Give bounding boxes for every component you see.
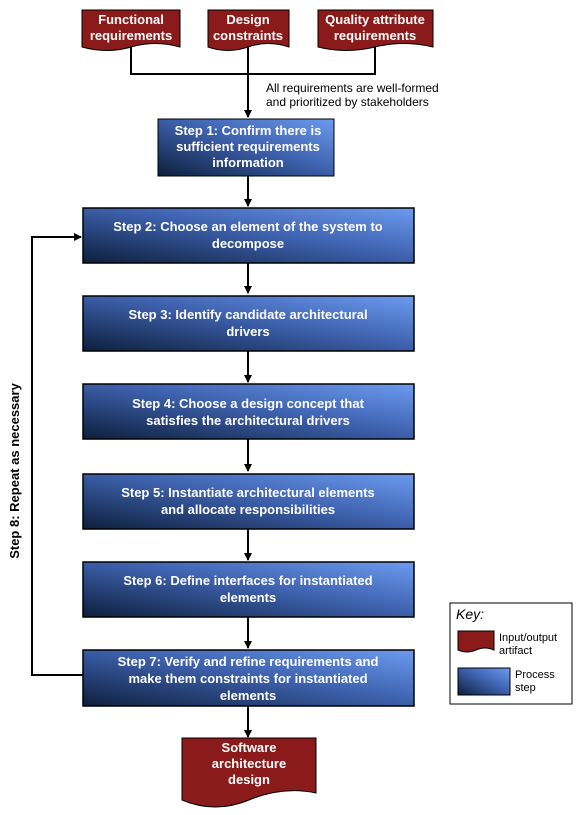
artifact-quality-attribute-requirements: Quality attribute requirements	[317, 9, 434, 51]
diagram-key: Key: Input/output artifact Process step	[449, 602, 573, 705]
input-merge-connector	[130, 46, 376, 118]
step-label-line: and allocate responsibilities	[161, 502, 335, 517]
step-label-line: Step 3: Identify candidate architectural	[128, 307, 367, 322]
step-label-line: Step 7: Verify and refine requirements a…	[118, 654, 379, 669]
key-process-label-line: Process	[515, 669, 555, 681]
artifact-label-line: requirements	[90, 28, 172, 43]
step-label-line: drivers	[226, 324, 269, 339]
process-step-5: Step 5: Instantiate architectural elemen…	[82, 473, 415, 530]
process-step-2: Step 2: Choose an element of the system …	[82, 207, 415, 264]
step-label-line: Step 1: Confirm there is	[175, 123, 322, 138]
step-label-line: elements	[220, 590, 276, 605]
key-process-swatch	[457, 667, 511, 696]
process-step-7: Step 7: Verify and refine requirements a…	[82, 649, 415, 707]
artifact-label-line: design	[228, 772, 270, 787]
step-label-line: decompose	[212, 236, 284, 251]
requirements-note-line: and prioritized by stakeholders	[266, 95, 429, 109]
step-label-line: sufficient requirements	[176, 139, 320, 154]
artifact-label-line: architecture	[212, 756, 286, 771]
step-label-line: information	[212, 155, 284, 170]
process-step-4: Step 4: Choose a design concept that sat…	[82, 383, 415, 440]
artifact-software-architecture-design: Software architecture design	[181, 737, 317, 808]
artifact-label-line: constraints	[213, 28, 283, 43]
key-artifact-label-line: artifact	[499, 645, 532, 657]
artifact-functional-requirements: Functional requirements	[81, 9, 181, 51]
key-artifact-label-line: Input/output	[499, 632, 557, 644]
key-process-label-line: step	[515, 682, 536, 694]
step-label-line: Step 5: Instantiate architectural elemen…	[121, 485, 375, 500]
step-label-line: Step 6: Define interfaces for instantiat…	[123, 573, 372, 588]
artifact-label-line: Quality attribute	[325, 12, 425, 27]
step-label-line: elements	[220, 688, 276, 703]
artifact-label-line: Design	[226, 12, 269, 27]
key-artifact-swatch	[457, 630, 495, 653]
repeat-loop-connector	[31, 233, 83, 676]
artifact-label-line: Functional	[98, 12, 164, 27]
step-label-line: Step 4: Choose a design concept that	[132, 396, 365, 411]
artifact-label-line: requirements	[334, 28, 416, 43]
process-step-6: Step 6: Define interfaces for instantiat…	[82, 561, 415, 618]
process-step-1: Step 1: Confirm there is sufficient requ…	[157, 118, 335, 177]
artifact-design-constraints: Design constraints	[207, 9, 290, 51]
process-step-3: Step 3: Identify candidate architectural…	[82, 295, 415, 352]
step-label-line: make them constraints for instantiated	[128, 671, 367, 686]
key-title: Key:	[456, 606, 484, 622]
step-label-line: Step 2: Choose an element of the system …	[113, 219, 383, 234]
step-label-line: satisfies the architectural drivers	[146, 413, 350, 428]
requirements-note-line: All requirements are well-formed	[266, 81, 439, 95]
artifact-label-line: Software	[222, 740, 277, 755]
repeat-loop-label: Step 8: Repeat as necessary	[7, 382, 22, 558]
